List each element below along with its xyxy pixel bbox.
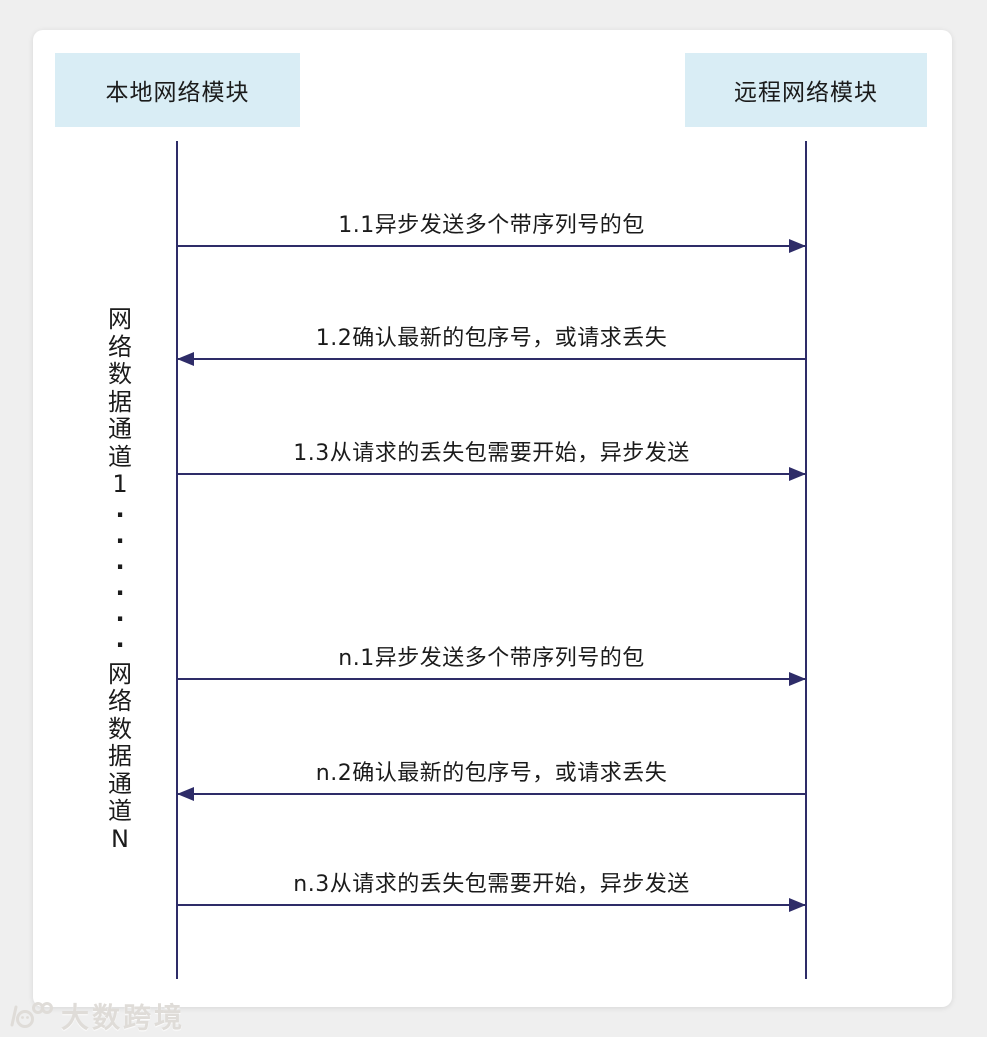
- channel-labels-column: 网 络 数 据 通 道 1 · · · · · · 网 络 数 据 通 道 N: [94, 305, 146, 853]
- lifeline-local: [176, 141, 178, 979]
- message-n-3: n.3从请求的丢失包需要开始，异步发送: [177, 858, 806, 912]
- message-label: 1.3从请求的丢失包需要开始，异步发送: [293, 441, 690, 466]
- message-arrow-left: [177, 352, 806, 366]
- message-arrow-right: [177, 672, 806, 686]
- message-arrow-right: [177, 898, 806, 912]
- arrowhead-right-icon: [789, 467, 806, 481]
- channel-label-n: 网 络 数 据 通 道 N: [108, 659, 132, 853]
- arrowhead-left-icon: [177, 352, 194, 366]
- message-label: n.3从请求的丢失包需要开始，异步发送: [293, 872, 690, 897]
- arrowhead-right-icon: [789, 898, 806, 912]
- arrowhead-left-icon: [177, 787, 194, 801]
- message-n-1: n.1异步发送多个带序列号的包: [177, 632, 806, 686]
- diagram-card: [33, 30, 952, 1007]
- message-arrow-right: [177, 467, 806, 481]
- actor-box-local: 本地网络模块: [55, 53, 300, 127]
- actor-label-remote: 远程网络模块: [734, 80, 878, 106]
- message-1-3: 1.3从请求的丢失包需要开始，异步发送: [177, 427, 806, 481]
- message-n-2: n.2确认最新的包序号，或请求丢失: [177, 747, 806, 801]
- message-1-1: 1.1异步发送多个带序列号的包: [177, 199, 806, 253]
- message-label: 1.2确认最新的包序号，或请求丢失: [315, 326, 668, 351]
- message-arrow-right: [177, 239, 806, 253]
- channel-label-1: 网 络 数 据 通 道 1: [108, 305, 132, 498]
- ellipsis-dots: · · · · · ·: [115, 500, 125, 659]
- message-label: n.1异步发送多个带序列号的包: [338, 646, 645, 671]
- watermark-text: 大数跨境: [61, 1001, 186, 1034]
- actor-label-local: 本地网络模块: [105, 80, 250, 106]
- watermark: 大数跨境: [6, 996, 185, 1036]
- arrowhead-right-icon: [789, 672, 806, 686]
- message-label: n.2确认最新的包序号，或请求丢失: [315, 761, 668, 786]
- arrowhead-right-icon: [789, 239, 806, 253]
- watermark-logo-icon: [10, 1002, 53, 1028]
- message-arrow-left: [177, 787, 806, 801]
- actor-box-remote: 远程网络模块: [685, 53, 927, 127]
- message-label: 1.1异步发送多个带序列号的包: [338, 213, 645, 238]
- lifeline-remote: [805, 141, 807, 979]
- message-1-2: 1.2确认最新的包序号，或请求丢失: [177, 312, 806, 366]
